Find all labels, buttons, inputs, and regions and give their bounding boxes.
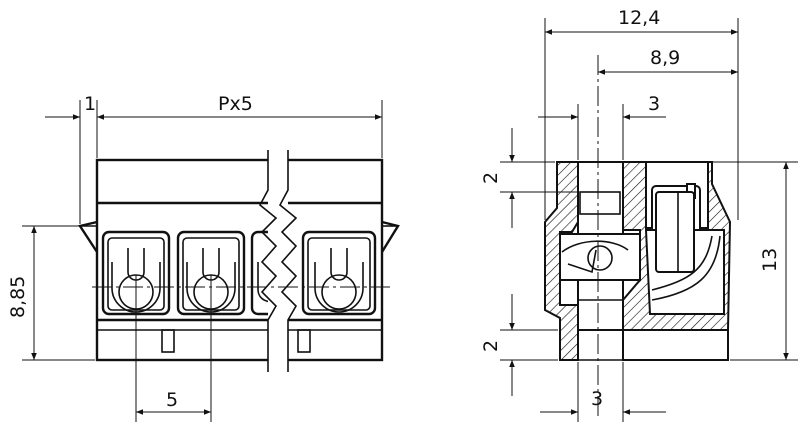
front-body-outline xyxy=(78,158,400,362)
dim-label-overall-width: 12,4 xyxy=(618,7,660,29)
dimension-inner-width: 8,9 xyxy=(598,47,739,80)
dim-label-inner-width: 8,9 xyxy=(650,47,680,69)
front-view: 1 Px5 8,85 5 xyxy=(7,93,400,422)
break-symbol xyxy=(258,150,298,375)
clamp-cell-4 xyxy=(301,230,377,316)
side-clamp-cavity xyxy=(644,161,725,315)
dimension-top-slot: 3 xyxy=(538,93,666,160)
dimension-top: 1 Px5 xyxy=(45,93,383,224)
side-center-slot xyxy=(559,161,641,331)
dim-label-height: 8,85 xyxy=(7,276,29,318)
dimension-overall-height: 13 xyxy=(712,161,798,361)
side-view: 12,4 8,9 3 3 2 xyxy=(480,7,798,422)
dim-label-bottom-slot: 3 xyxy=(591,388,603,410)
dim-label-lower-step: 2 xyxy=(480,340,502,352)
dim-label-pitch: Px5 xyxy=(218,93,253,115)
dim-label-overall-height: 13 xyxy=(759,248,781,272)
dimension-bottom-slot: 3 xyxy=(540,362,666,422)
dimension-left-height: 8,85 xyxy=(7,225,95,361)
side-bottom-foot xyxy=(622,329,729,361)
dimension-upper-step: 2 xyxy=(480,128,578,228)
dimension-overall-width: 12,4 xyxy=(544,7,739,220)
dim-label-pitch-5: 5 xyxy=(166,389,178,411)
dimension-bottom-pitch: 5 xyxy=(135,275,212,422)
dimension-lower-step: 2 xyxy=(480,294,558,396)
dim-label-1: 1 xyxy=(84,93,96,115)
dim-label-upper-step: 2 xyxy=(480,172,502,184)
dim-label-top-slot: 3 xyxy=(648,93,660,115)
